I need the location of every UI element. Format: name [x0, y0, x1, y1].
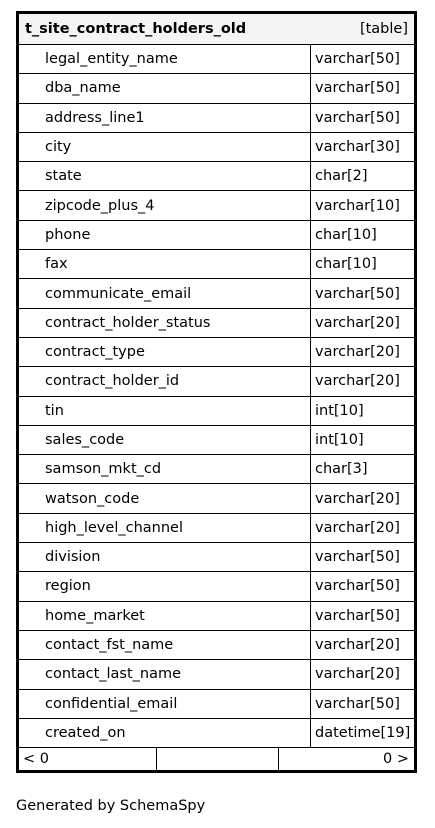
column-name[interactable]: state: [19, 162, 311, 191]
column-type: varchar[20]: [315, 637, 400, 654]
column-type: varchar[50]: [315, 285, 400, 302]
column-type: char[10]: [315, 256, 377, 273]
column-type: varchar[20]: [315, 373, 400, 390]
column-name[interactable]: contact_fst_name: [19, 630, 311, 660]
footer-spacer: [157, 748, 279, 771]
column-name[interactable]: fax: [19, 250, 311, 279]
column-type: char[2]: [315, 168, 368, 185]
table-footer: < 0 0 >: [19, 748, 414, 771]
column-type: varchar[50]: [315, 607, 400, 624]
column-type: int[10]: [315, 432, 364, 448]
column-name[interactable]: region: [19, 572, 311, 601]
column-name[interactable]: sales_code: [19, 425, 311, 455]
column-type: varchar[50]: [315, 80, 400, 97]
column-name[interactable]: address_line1: [19, 103, 311, 132]
column-type: datetime[19]: [315, 724, 411, 741]
column-type: varchar[20]: [315, 519, 400, 536]
column-type: varchar[50]: [315, 695, 400, 712]
column-name[interactable]: samson_mkt_cd: [19, 455, 311, 484]
column-type: varchar[10]: [315, 197, 400, 214]
column-name[interactable]: watson_code: [19, 484, 311, 513]
column-type: varchar[20]: [315, 490, 400, 507]
table-header: t_site_contract_holders_old [table]: [19, 14, 414, 45]
column-type: char[3]: [315, 461, 368, 478]
column-name[interactable]: legal_entity_name: [19, 45, 311, 74]
column-name[interactable]: tin: [19, 396, 311, 425]
column-name[interactable]: created_on: [19, 718, 311, 748]
column-name[interactable]: contract_holder_status: [19, 308, 311, 337]
column-name[interactable]: home_market: [19, 601, 311, 630]
table-box: t_site_contract_holders_old [table] lega…: [16, 11, 417, 774]
column-name[interactable]: division: [19, 543, 311, 572]
column-type: varchar[20]: [315, 344, 400, 361]
column-name[interactable]: city: [19, 132, 311, 162]
column-name[interactable]: high_level_channel: [19, 513, 311, 543]
column-name[interactable]: contract_type: [19, 337, 311, 367]
column-type: varchar[50]: [315, 549, 400, 566]
generated-by-text: Generated by SchemaSpy: [16, 798, 206, 814]
column-type: varchar[20]: [315, 314, 400, 331]
column-type: varchar[30]: [315, 139, 400, 156]
column-name[interactable]: communicate_email: [19, 279, 311, 308]
child-count[interactable]: 0 >: [383, 751, 409, 768]
column-name[interactable]: dba_name: [19, 74, 311, 103]
table-kind: [table]: [359, 21, 408, 37]
column-type: varchar[50]: [315, 578, 400, 595]
column-name[interactable]: contact_last_name: [19, 660, 311, 689]
column-name[interactable]: phone: [19, 220, 311, 250]
column-name[interactable]: contract_holder_id: [19, 367, 311, 396]
column-type: varchar[50]: [315, 51, 400, 68]
column-type: varchar[50]: [315, 109, 400, 126]
column-type: varchar[20]: [315, 666, 400, 683]
table-name[interactable]: t_site_contract_holders_old: [25, 21, 247, 37]
column-name[interactable]: confidential_email: [19, 689, 311, 718]
column-type: char[10]: [315, 226, 377, 243]
parent-count[interactable]: < 0: [19, 748, 157, 771]
column-name[interactable]: zipcode_plus_4: [19, 191, 311, 220]
column-type: int[10]: [315, 402, 364, 419]
